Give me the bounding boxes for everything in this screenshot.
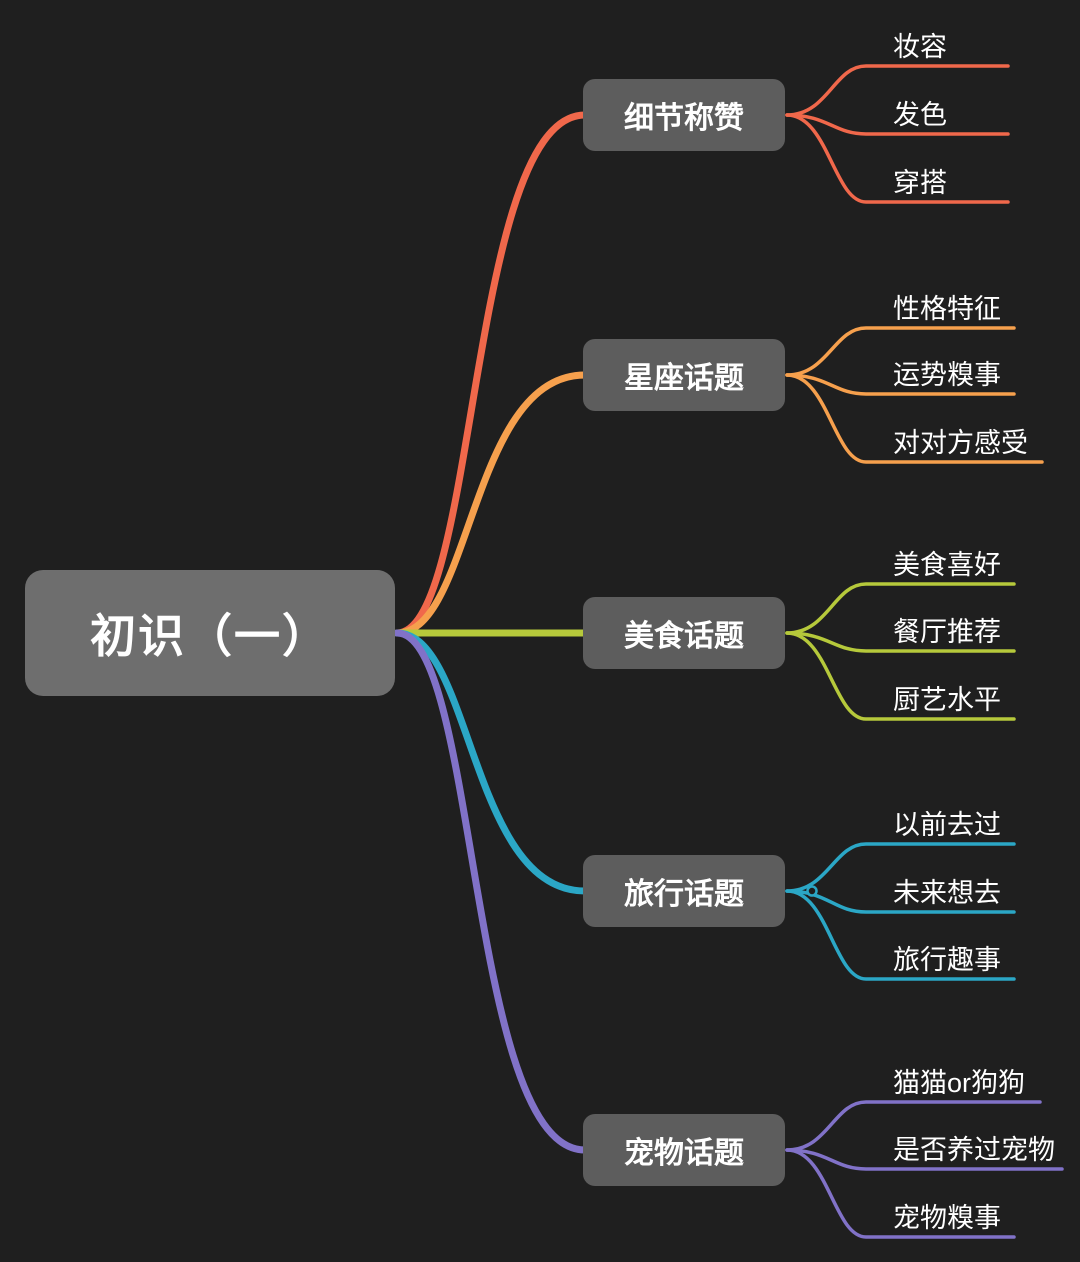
branch-node-zodiac[interactable]: 星座话题: [583, 339, 785, 411]
leaf-node[interactable]: 宠物糗事: [893, 1203, 1001, 1233]
leaf-node[interactable]: 未来想去: [893, 878, 1001, 908]
trunk-link-praise: [393, 111, 589, 637]
leaf-link: [785, 889, 1016, 981]
leaf-node[interactable]: 美食喜好: [893, 550, 1001, 580]
branch-node-pet[interactable]: 宠物话题: [583, 1114, 785, 1186]
leaf-link: [785, 373, 1044, 464]
leaf-node[interactable]: 穿搭: [893, 168, 947, 198]
leaf-node[interactable]: 是否养过宠物: [893, 1135, 1055, 1165]
leaf-node[interactable]: 发色: [893, 100, 947, 130]
leaf-link: [785, 1148, 1064, 1171]
leaf-node[interactable]: 性格特征: [893, 294, 1001, 324]
trunk-link-zodiac: [393, 371, 589, 637]
leaf-link: [785, 631, 1016, 653]
leaf-node[interactable]: 猫猫or狗狗: [893, 1068, 1026, 1098]
leaf-link: [785, 113, 1010, 204]
leaf-node[interactable]: 妆容: [893, 32, 947, 62]
leaf-link: [785, 373, 1016, 396]
branch-node-food[interactable]: 美食话题: [583, 597, 785, 669]
leaf-node[interactable]: 以前去过: [893, 810, 1001, 840]
leaf-link: [785, 113, 1010, 136]
leaf-node[interactable]: 厨艺水平: [893, 685, 1001, 715]
leaf-link: [785, 64, 1010, 117]
leaf-link: [785, 889, 1016, 914]
root-node[interactable]: 初识（一）: [25, 570, 395, 696]
leaf-node[interactable]: 旅行趣事: [893, 945, 1001, 975]
leaf-node[interactable]: 餐厅推荐: [893, 617, 1001, 647]
leaf-link: [785, 582, 1016, 635]
collapse-dot[interactable]: [806, 885, 818, 897]
branch-node-praise[interactable]: 细节称赞: [583, 79, 785, 151]
leaf-link: [785, 1100, 1042, 1152]
branch-node-travel[interactable]: 旅行话题: [583, 855, 785, 927]
leaf-node[interactable]: 对对方感受: [893, 428, 1028, 458]
leaf-link: [785, 631, 1016, 721]
leaf-link: [785, 842, 1016, 893]
trunk-link-travel: [393, 629, 589, 895]
leaf-link: [785, 326, 1016, 377]
leaf-link: [785, 1148, 1016, 1239]
trunk-link-pet: [393, 629, 589, 1154]
leaf-node[interactable]: 运势糗事: [893, 360, 1001, 390]
